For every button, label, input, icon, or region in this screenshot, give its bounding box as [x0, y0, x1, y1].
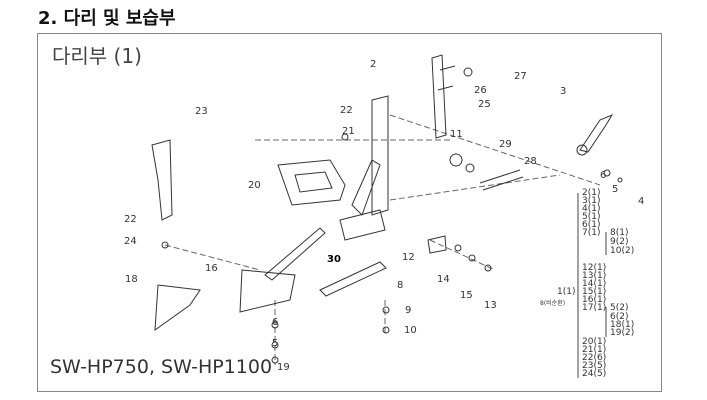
tree-item: 24(5) [582, 369, 607, 379]
callout-24: 24 [124, 236, 137, 247]
tree-item: 7(1) [582, 228, 601, 238]
callout-5-lower: 5 [272, 338, 279, 349]
callout-10: 10 [404, 325, 417, 336]
washer-part-29 [465, 163, 475, 173]
tree-subitem: 18(1) [610, 320, 635, 330]
callout-14: 14 [437, 274, 450, 285]
tree-subitem: 9(2) [610, 237, 629, 247]
bar-part-8 [319, 261, 387, 297]
rod-part-30 [264, 227, 326, 281]
callout-19: 19 [277, 362, 290, 373]
callout-3: 3 [560, 86, 567, 97]
callout-13: 13 [484, 300, 497, 311]
ubolt-part-25 [431, 54, 456, 139]
tree-item: 15(1) [582, 287, 607, 297]
callout-21: 21 [342, 126, 355, 137]
tree-item: 6(1) [582, 220, 601, 230]
tree-root-note: 8(비순환) [540, 300, 566, 307]
callout-15: 15 [460, 290, 473, 301]
plate-part-20 [277, 159, 346, 206]
tree-item: 12(1) [582, 263, 607, 273]
callout-5: 5 [612, 184, 619, 195]
diagram-subtitle: 다리부 (1) [52, 44, 142, 68]
callout-18: 18 [125, 274, 138, 285]
tree-item: 14(1) [582, 279, 607, 289]
callout-4: 4 [638, 196, 645, 207]
tree-item: 17(1) [582, 303, 607, 313]
model-names: SW-HP750, SW-HP1100 [50, 356, 273, 378]
callout-16: 16 [205, 263, 218, 274]
callout-25: 25 [478, 99, 491, 110]
callout-12: 12 [402, 252, 415, 263]
tree-item: 16(1) [582, 295, 607, 305]
tree-subitem: 5(2) [610, 303, 629, 313]
callout-23: 23 [195, 106, 208, 117]
callout-2: 2 [370, 59, 377, 70]
plow-part-16 [239, 269, 296, 313]
tree-item: 21(1) [582, 345, 607, 355]
tree-item: 4(1) [582, 204, 601, 214]
callout-26: 26 [474, 85, 487, 96]
tree-item: 23(5) [582, 361, 607, 371]
tree-subitem: 19(2) [610, 328, 635, 338]
tree-item: 22(6) [582, 353, 607, 363]
callout-9: 9 [405, 305, 412, 316]
tree-item: 13(1) [582, 271, 607, 281]
bracket-part-23 [151, 139, 173, 221]
nut-part-11 [449, 153, 463, 167]
callout-20: 20 [248, 180, 261, 191]
callout-29: 29 [499, 139, 512, 150]
callout-28: 28 [524, 156, 537, 167]
callout-8: 8 [397, 280, 404, 291]
section-title: 2. 다리 및 보습부 [38, 8, 176, 29]
tree-subitem: 6(2) [610, 312, 629, 322]
callout-11: 11 [450, 129, 463, 140]
tree-subitem: 10(2) [610, 246, 635, 256]
tree-subitem: 8(1) [610, 228, 629, 238]
plow-part-18 [154, 284, 201, 332]
diagram-frame [37, 33, 662, 392]
assembly-lines [164, 114, 601, 365]
parts-tree-lines [577, 193, 607, 378]
callout-30: 30 [327, 254, 341, 265]
bolt-part-28 [479, 169, 524, 191]
callout-22: 22 [340, 105, 353, 116]
tree-root: 1(1) [557, 287, 576, 297]
callout-22-left: 22 [124, 214, 137, 225]
tree-item: 20(1) [582, 337, 607, 347]
tree-item: 5(1) [582, 212, 601, 222]
bracket-part-12 [427, 235, 447, 254]
tree-item: 2(1) [582, 188, 601, 198]
callout-6: 6 [600, 170, 607, 181]
tree-item: 3(1) [582, 196, 601, 206]
washer-26 [463, 67, 473, 77]
callout-27: 27 [514, 71, 527, 82]
leg-part-2 [339, 95, 389, 241]
callout-6-lower: 6 [272, 317, 279, 328]
